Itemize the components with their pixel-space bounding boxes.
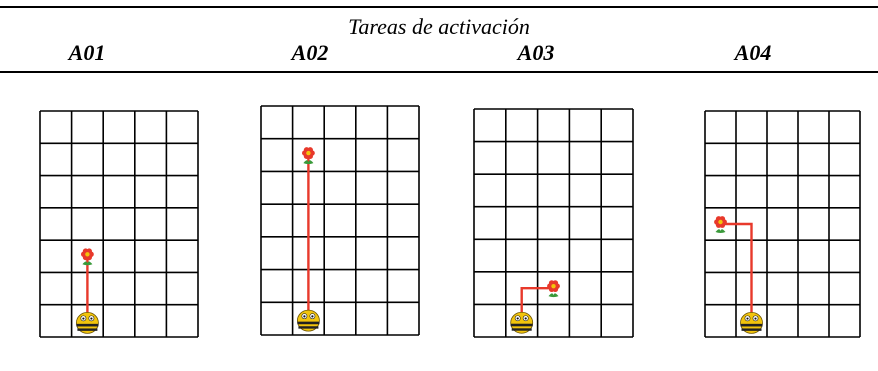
bee-bot-icon: [510, 311, 534, 334]
flower-icon: [714, 216, 727, 233]
flower-icon: [81, 248, 94, 266]
top-rule: [0, 6, 878, 8]
flower-icon: [302, 147, 315, 165]
route-path: [720, 222, 753, 321]
grid-lines: [260, 105, 420, 336]
task-label-a04: A04: [734, 40, 772, 65]
route-path: [520, 286, 554, 321]
flower-icon: [547, 280, 560, 298]
task-label-a02: A02: [291, 40, 329, 65]
grid-svg-a01: [39, 110, 199, 338]
task-grid-a01: [39, 110, 199, 338]
grid-svg-a04: [704, 110, 861, 338]
bee-bot-icon: [740, 311, 763, 334]
grid-lines: [473, 108, 634, 338]
task-label-a03: A03: [517, 40, 555, 65]
task-grid-a04: [704, 110, 861, 338]
task-label-a01: A01: [68, 40, 106, 65]
grid-svg-a03: [473, 108, 634, 338]
grid-lines: [39, 110, 199, 338]
header-rule: [0, 71, 878, 73]
bee-bot-icon: [297, 309, 320, 332]
table-caption: Tareas de activación: [348, 14, 530, 39]
bee-bot-icon: [76, 311, 99, 334]
grid-svg-a02: [260, 105, 420, 336]
grid-lines: [704, 110, 861, 338]
task-grid-a03: [473, 108, 634, 338]
task-grid-a02: [260, 105, 420, 336]
